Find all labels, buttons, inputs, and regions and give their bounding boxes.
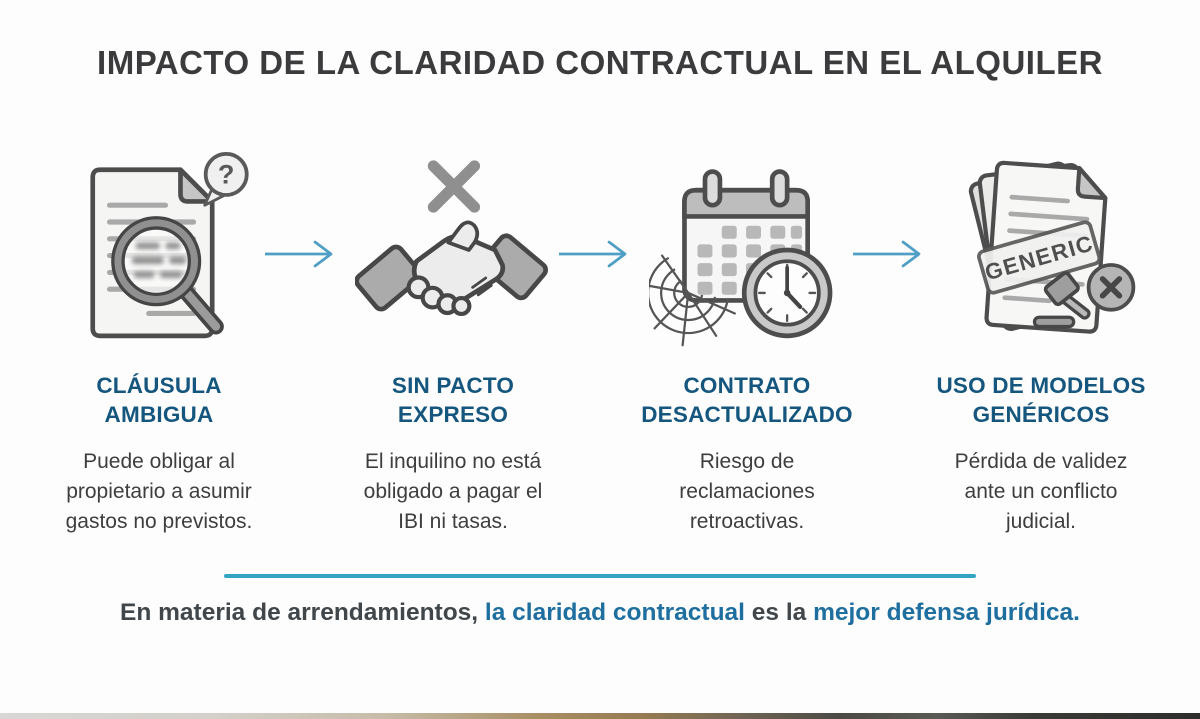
footer-segment-highlight: mejor defensa jurídica.	[813, 598, 1080, 626]
footer-segment-highlight: la claridad contractual	[484, 598, 745, 626]
flow-arrow-3	[853, 238, 921, 270]
video-frame-edge-strip	[0, 713, 1200, 719]
column-heading: CONTRATO DESACTUALIZADO	[641, 373, 853, 427]
handshake-icon	[355, 220, 548, 317]
generic-stamp: GENERIC	[977, 220, 1102, 295]
calendar-icon	[682, 169, 810, 303]
flow-arrow-1	[265, 238, 333, 270]
column-heading: SIN PACTO EXPRESO	[391, 373, 515, 427]
footer-segment: En materia de arrendamientos,	[120, 598, 485, 626]
clock-icon	[741, 247, 833, 339]
footer-conclusion: En materia de arrendamientos, la clarida…	[0, 599, 1200, 627]
column-description: Pérdida de validez ante un conflicto jud…	[954, 449, 1128, 533]
x-mark-icon	[427, 160, 481, 213]
column-sin-pacto-expreso: SIN PACTO EXPRESO El inquilino no está o…	[328, 140, 578, 537]
right-arrow-icon	[265, 240, 333, 268]
column-uso-modelos-genericos: GENERIC USO DE MODELOS GENÉRICOS	[916, 140, 1166, 537]
page-title: IMPACTO DE LA CLARIDAD CONTRACTUAL EN EL…	[97, 44, 1103, 81]
magnifier-icon	[111, 216, 224, 335]
column-description: Riesgo de reclamaciones retroactivas.	[679, 449, 815, 533]
column-heading: CLÁUSULA AMBIGUA	[96, 373, 222, 427]
svg-text:?: ?	[218, 160, 235, 190]
footer-segment: es la	[744, 598, 814, 626]
document-magnifier-question-icon: ?	[34, 140, 284, 360]
column-clausula-ambigua: ? CLÁUSULA AMBIGUA Puede obligar al prop…	[34, 140, 284, 537]
no-handshake-icon	[328, 140, 578, 360]
column-description: El inquilino no está obligado a pagar el…	[363, 449, 543, 533]
flow-arrow-2	[559, 238, 627, 270]
question-bubble-icon: ?	[203, 152, 249, 207]
gavel-icon	[1032, 271, 1091, 329]
right-arrow-icon	[559, 240, 627, 268]
column-heading: USO DE MODELOS GENÉRICOS	[936, 373, 1146, 427]
flow-row: ? CLÁUSULA AMBIGUA Puede obligar al prop…	[0, 140, 1200, 537]
x-badge-icon	[1086, 263, 1136, 312]
generic-documents-gavel-icon: GENERIC	[916, 140, 1166, 360]
right-arrow-icon	[853, 240, 921, 268]
column-description: Puede obligar al propietario a asumir ga…	[65, 449, 253, 533]
column-contrato-desactualizado: CONTRATO DESACTUALIZADO Riesgo de reclam…	[622, 140, 872, 537]
separator-line	[224, 573, 976, 578]
outdated-calendar-clock-icon	[622, 140, 872, 360]
